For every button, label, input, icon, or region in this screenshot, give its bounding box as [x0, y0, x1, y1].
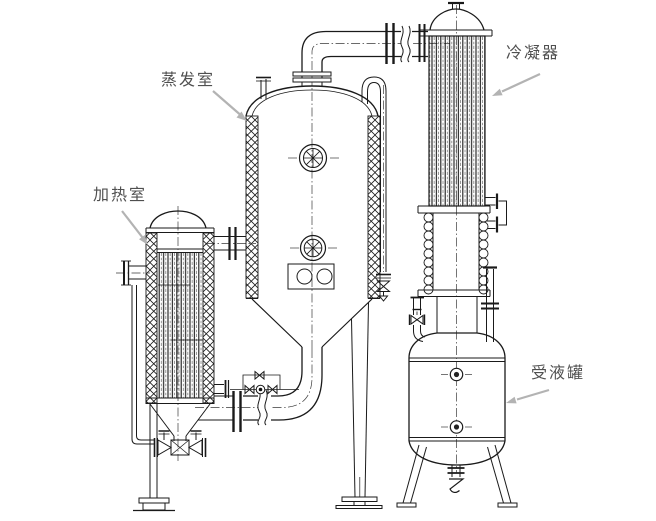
- tank-legs: [396, 444, 518, 508]
- heater-left-jacket: [145, 232, 158, 404]
- bypass-valve-group: [214, 370, 299, 398]
- tank-bottom-head: [408, 440, 506, 466]
- tank-port-lower: [449, 420, 464, 434]
- evaporation-chamber-drawing: [245, 23, 428, 509]
- condenser-vent-pipe: [481, 266, 499, 342]
- pipe-break-symbol-2: [257, 389, 261, 426]
- condenser-coil-section: [423, 212, 489, 295]
- heater-drain-pipe: [131, 285, 154, 445]
- heater-steam-nozzle: [121, 260, 146, 286]
- label-receiving-tank: 受液罐: [531, 363, 586, 382]
- label-heating-chamber: 加热室: [93, 185, 148, 204]
- label-arrow-heating-chamber: [121, 210, 148, 245]
- evaporator-support-leg: [335, 302, 383, 509]
- heater-tube-bundle: [158, 253, 202, 398]
- evaporator-dome: [245, 85, 379, 117]
- heating-chamber-drawing: [121, 210, 246, 512]
- sight-glass-upper: [298, 143, 328, 173]
- label-arrow-evaporation-chamber: [212, 90, 247, 121]
- evaporator-left-wall: [245, 115, 259, 299]
- condensate-pipe-valve: [408, 296, 426, 342]
- label-arrow-condenser: [492, 73, 541, 96]
- heater-to-evaporator-pipe: [214, 227, 246, 260]
- condenser-tube-bundle: [428, 35, 486, 207]
- heater-right-jacket: [202, 232, 215, 404]
- tank-port-upper: [449, 367, 464, 382]
- tank-top-head: [408, 332, 506, 359]
- downcomer-elbow: [243, 347, 323, 421]
- dome-vent-stub: [256, 76, 271, 99]
- label-arrows: [121, 73, 550, 404]
- condenser-dome: [429, 8, 485, 31]
- receiving-tank-drawing: [396, 296, 518, 508]
- heater-support-leg: [133, 404, 175, 512]
- sight-glass-lower: [299, 234, 327, 262]
- heater-bottom-valve: [153, 430, 207, 457]
- pipe-break-symbol: [400, 25, 404, 63]
- heater-dome: [149, 210, 207, 229]
- evaporator-cone: [251, 298, 373, 348]
- u-pipe-valve: [376, 280, 391, 288]
- evaporator-right-wall: [367, 115, 381, 299]
- label-condenser: 冷凝器: [506, 43, 561, 62]
- label-evaporation-chamber: 蒸发室: [161, 70, 216, 89]
- tank-drain: [447, 465, 465, 493]
- circulation-piping: [198, 347, 323, 432]
- nameplate-box: [287, 263, 335, 290]
- condenser-drawing: [408, 1, 507, 342]
- label-arrow-receiving-tank: [506, 388, 550, 404]
- vapor-pipe: [292, 23, 428, 86]
